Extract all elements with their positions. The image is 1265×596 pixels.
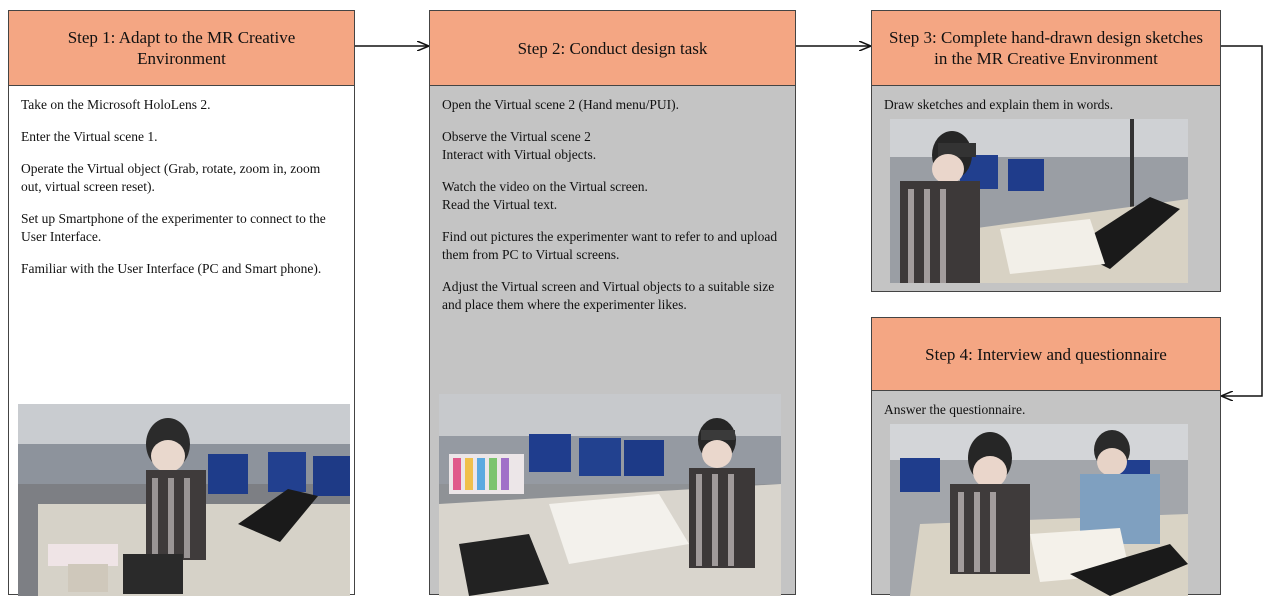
step-2-item: Adjust the Virtual screen and Virtual ob…	[442, 279, 775, 312]
step-2-item: Open the Virtual scene 2 (Hand menu/PUI)…	[442, 97, 680, 112]
step-2-item: Watch the video on the Virtual screen.Re…	[442, 179, 648, 212]
step-4-header: Step 4: Interview and questionnaire	[872, 318, 1220, 391]
step-2-header: Step 2: Conduct design task	[430, 11, 795, 86]
step-3-title: Step 3: Complete hand-drawn design sketc…	[889, 28, 1203, 68]
step-1-box: Step 1: Adapt to the MR Creative Environ…	[8, 10, 355, 596]
step-1-item: Take on the Microsoft HoloLens 2.	[21, 97, 211, 112]
step-3-photo	[890, 119, 1188, 283]
step-3-header: Step 3: Complete hand-drawn design sketc…	[872, 11, 1220, 86]
step-4-photo	[890, 424, 1188, 596]
arrow-step3-to-step4	[1221, 45, 1263, 396]
step-1-title: Step 1: Adapt to the MR Creative Environ…	[67, 28, 296, 68]
step-2-body: Open the Virtual scene 2 (Hand menu/PUI)…	[430, 86, 795, 596]
step-4-body: Answer the questionnaire.	[872, 391, 1220, 596]
step-4-box: Step 4: Interview and questionnaire Answ…	[871, 317, 1221, 596]
step-3-body: Draw sketches and explain them in words.	[872, 86, 1220, 291]
step-2-photo	[439, 394, 781, 596]
step-2-item: Find out pictures the experimenter want …	[442, 229, 778, 262]
step-1-item: Enter the Virtual scene 1.	[21, 129, 158, 144]
step-4-title: Step 4: Interview and questionnaire	[925, 344, 1167, 364]
step-4-item: Answer the questionnaire.	[884, 402, 1026, 417]
step-1-header: Step 1: Adapt to the MR Creative Environ…	[9, 11, 354, 86]
step-3-box: Step 3: Complete hand-drawn design sketc…	[871, 10, 1221, 292]
step-1-body: Take on the Microsoft HoloLens 2. Enter …	[9, 86, 354, 596]
step-1-item: Familiar with the User Interface (PC and…	[21, 261, 322, 276]
step-1-photo	[18, 404, 350, 596]
step-2-box: Step 2: Conduct design task Open the Vir…	[429, 10, 796, 596]
step-1-item: Operate the Virtual object (Grab, rotate…	[21, 161, 321, 194]
step-3-item: Draw sketches and explain them in words.	[884, 97, 1114, 112]
step-1-item: Set up Smartphone of the experimenter to…	[21, 211, 326, 244]
step-2-title: Step 2: Conduct design task	[517, 38, 708, 58]
